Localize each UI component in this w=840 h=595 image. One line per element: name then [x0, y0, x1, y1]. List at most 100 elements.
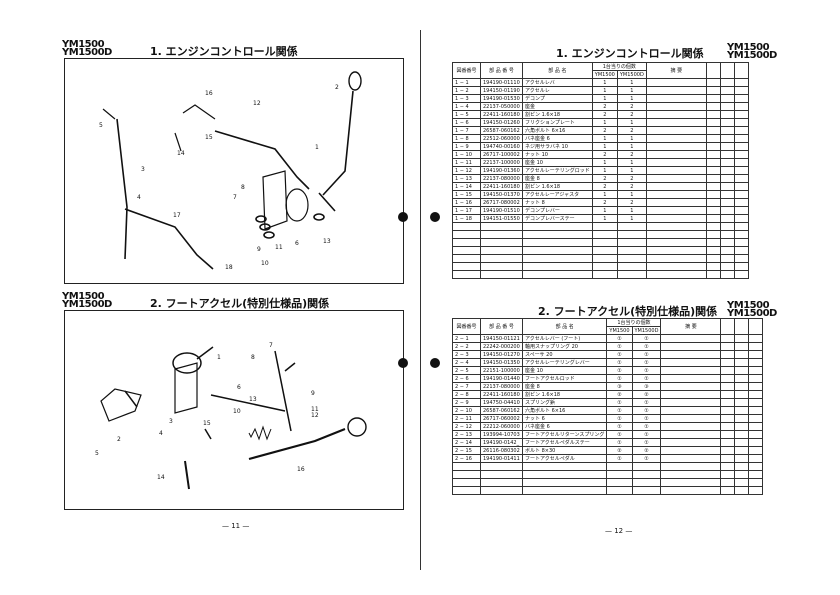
- row-qty-ym1500: ①: [606, 422, 633, 431]
- empty-cell: [480, 462, 523, 471]
- empty-cell: [733, 270, 749, 279]
- empty-cell: [748, 390, 764, 399]
- row-no: 2 − 4: [452, 358, 481, 367]
- row-no: 1 − 5: [452, 110, 481, 119]
- row-part-number: 194190-01440: [480, 374, 523, 383]
- header-part-name: 部 品 名: [521, 318, 608, 335]
- empty-cell: [645, 174, 707, 183]
- empty-cell: [705, 86, 721, 95]
- svg-text:7: 7: [269, 342, 273, 349]
- empty-cell: [645, 118, 707, 127]
- empty-cell: [719, 174, 735, 183]
- row-qty-ym1500d: ②: [631, 446, 662, 455]
- empty-cell: [748, 486, 764, 495]
- empty-cell: [452, 470, 481, 479]
- empty-cell: [734, 478, 750, 487]
- empty-cell: [748, 350, 764, 359]
- empty-cell: [660, 374, 722, 383]
- row-no: 1 − 12: [452, 166, 481, 175]
- row-qty-ym1500: 2: [591, 182, 618, 191]
- model-name: YM1500: [62, 39, 105, 50]
- row-part-number: 26717-100002: [480, 150, 523, 159]
- row-no: 1 − 15: [452, 190, 481, 199]
- row-no: 1 − 13: [452, 174, 481, 183]
- svg-text:18: 18: [225, 264, 233, 271]
- empty-cell: [606, 478, 633, 487]
- empty-cell: [720, 390, 736, 399]
- empty-cell: [748, 438, 764, 447]
- empty-cell: [645, 110, 707, 119]
- row-part-name: 割ピン 1.6×18: [522, 182, 593, 191]
- section-title-engine-control-left: 1. エンジンコントロール関係: [150, 45, 298, 58]
- empty-cell: [748, 462, 764, 471]
- empty-cell: [452, 222, 481, 231]
- empty-cell: [720, 414, 736, 423]
- empty-cell: [748, 366, 764, 375]
- row-no: 2 − 10: [452, 406, 481, 415]
- row-part-name: 割ピン 1.6×18: [521, 390, 608, 399]
- spring-13: [248, 425, 272, 441]
- empty-cell: [521, 462, 608, 471]
- row-no: 2 − 11: [452, 414, 481, 423]
- empty-cell: [705, 150, 721, 159]
- row-part-name: ナット 10: [522, 150, 593, 159]
- empty-cell: [631, 462, 662, 471]
- svg-text:3: 3: [141, 166, 145, 173]
- row-qty-ym1500: ①: [606, 406, 633, 415]
- empty-cell: [719, 214, 735, 223]
- svg-text:17: 17: [173, 212, 181, 219]
- row-no: 1 − 11: [452, 158, 481, 167]
- empty-cell: [748, 454, 764, 463]
- empty-cell: [720, 422, 736, 431]
- row-part-name: 座金 8: [522, 174, 593, 183]
- empty-row: [452, 262, 749, 271]
- empty-cell: [480, 222, 523, 231]
- empty-cell: [734, 438, 750, 447]
- empty-cell: [705, 134, 721, 143]
- empty-cell: [660, 422, 722, 431]
- empty-cell: [705, 102, 721, 111]
- empty-cell: [522, 222, 593, 231]
- header-remarks: 摘 要: [645, 62, 707, 79]
- empty-cell: [660, 342, 722, 351]
- empty-cell: [480, 230, 523, 239]
- row-qty-ym1500d: ②: [631, 390, 662, 399]
- empty-cell: [734, 414, 750, 423]
- empty-cell: [748, 406, 764, 415]
- empty-cell: [645, 246, 707, 255]
- header-qty-ym1500d: YM1500D: [631, 326, 662, 335]
- row-part-name: アクセルレバ: [522, 78, 593, 87]
- empty-cell: [719, 182, 735, 191]
- empty-cell: [660, 382, 722, 391]
- header-qty-group: 1台当りの個数: [606, 318, 662, 327]
- row-part-name: デコンプレバーステー: [522, 214, 593, 223]
- empty-cell: [720, 438, 736, 447]
- row-qty-ym1500: 2: [591, 150, 618, 159]
- row-no: 1 − 18: [452, 214, 481, 223]
- row-part-number: 22212-060000: [480, 422, 523, 431]
- empty-cell: [733, 166, 749, 175]
- empty-cell: [719, 102, 735, 111]
- empty-cell: [734, 366, 750, 375]
- header-remarks: 摘 要: [660, 318, 722, 335]
- row-qty-ym1500: 2: [591, 102, 618, 111]
- row-part-number: 22411-160180: [480, 390, 523, 399]
- empty-cell: [452, 254, 481, 263]
- row-no: 1 − 1: [452, 78, 481, 87]
- header-qty-ym1500: YM1500: [606, 326, 633, 335]
- row-part-name: デコンプ: [522, 94, 593, 103]
- empty-cell: [733, 78, 749, 87]
- row-qty-ym1500d: ①: [631, 406, 662, 415]
- empty-cell: [645, 214, 707, 223]
- empty-cell: [606, 486, 633, 495]
- model-name: YM1500D: [727, 50, 777, 61]
